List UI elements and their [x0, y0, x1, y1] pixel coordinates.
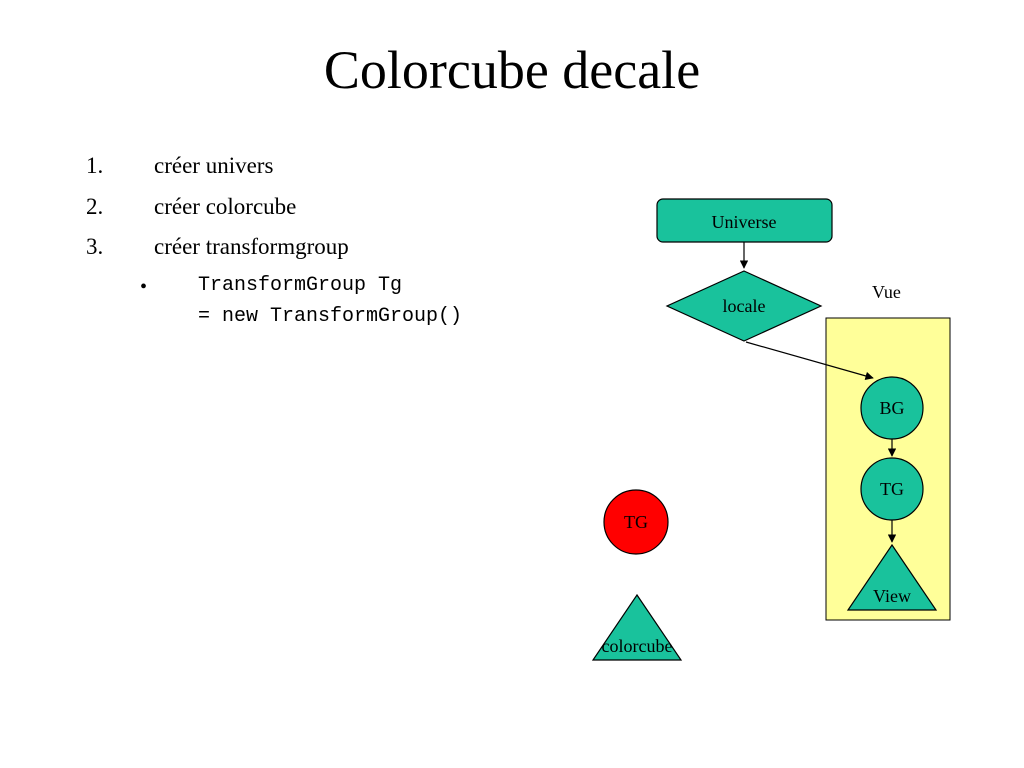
tg-new-label: TG: [624, 512, 648, 532]
universe-node: Universe: [656, 198, 833, 243]
code-snippet: TransformGroup Tg = new TransformGroup(): [198, 270, 462, 332]
step-number: 2.: [86, 194, 104, 219]
tg-view-label: TG: [880, 479, 904, 499]
locale-to-bg-arrow: [745, 341, 874, 380]
locale-node: locale: [665, 270, 823, 342]
colorcube-label: colorcube: [602, 636, 673, 656]
view-node: View: [846, 543, 938, 611]
bullet-marker: •: [140, 276, 148, 298]
step-number: 1.: [86, 153, 104, 178]
universe-label: Universe: [712, 212, 777, 232]
step-text: créer colorcube: [154, 194, 297, 219]
locale-label: locale: [723, 296, 766, 316]
bg-label: BG: [879, 398, 904, 418]
tg-new-circle: [603, 489, 669, 555]
view-label: View: [873, 586, 911, 606]
step-text: créer transformgroup: [154, 234, 349, 259]
view-triangle: [846, 543, 938, 611]
code-line-2: = new TransformGroup(): [198, 305, 463, 328]
tg-new-node: TG: [603, 489, 669, 555]
slide-title: Colorcube decale: [323, 40, 701, 100]
step-text: créer univers: [154, 153, 274, 178]
step-number: 3.: [86, 234, 104, 259]
bg-node: BG: [860, 376, 924, 440]
locale-diamond: [665, 270, 823, 342]
colorcube-node: colorcube: [591, 593, 683, 661]
code-line-1: TransformGroup Tg: [198, 274, 403, 297]
view-branch-label: Vue: [872, 282, 901, 302]
tg-view-node: TG: [860, 457, 924, 521]
colorcube-triangle: [591, 593, 683, 661]
